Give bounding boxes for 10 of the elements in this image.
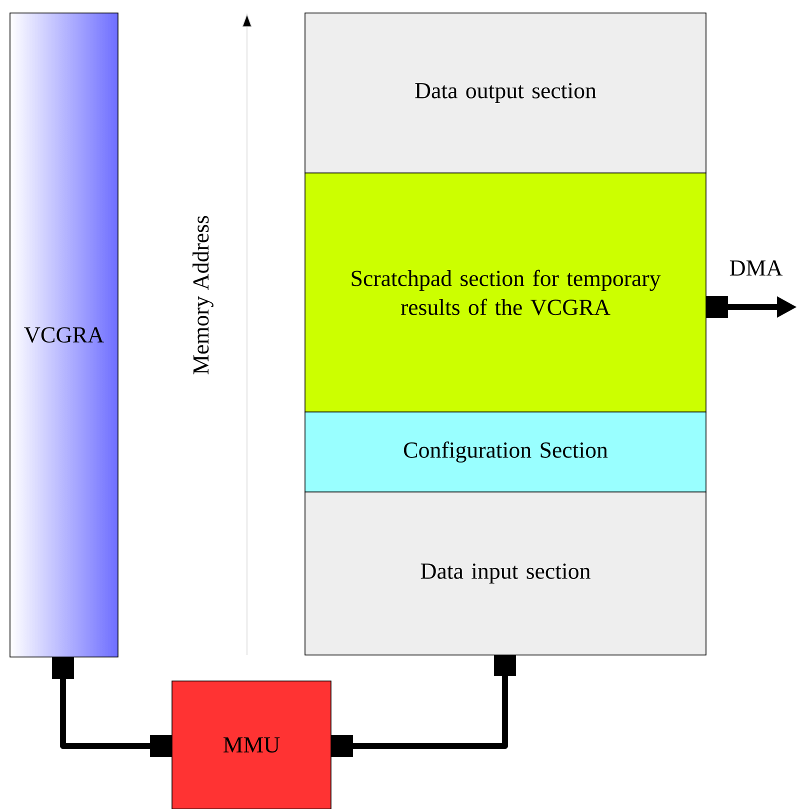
section-box: Data input section — [304, 492, 706, 656]
connector — [52, 657, 172, 757]
memory-bar: VCGRA — [10, 12, 118, 658]
connector — [331, 655, 516, 757]
section-box: Configuration Section — [304, 412, 706, 492]
mmu-box: MMU — [172, 680, 332, 809]
section-box: Data output section — [304, 12, 706, 174]
section-box: Scratchpad section for temporary results of the VCGRA — [304, 172, 706, 412]
axis-label: Memory Address — [192, 216, 214, 374]
edge-label: DMA — [728, 259, 784, 277]
